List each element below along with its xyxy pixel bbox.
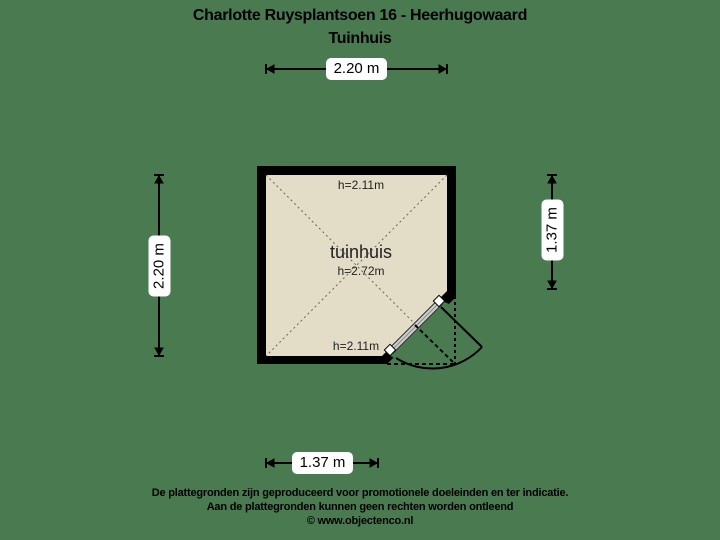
dimension-label-right: 1.37 m	[541, 199, 564, 261]
dimension-label-left: 2.20 m	[148, 235, 171, 297]
room-height-center: h=2.72m	[337, 264, 385, 278]
door-swing-arc	[387, 296, 483, 370]
room-height-bottom: h=2.11m	[332, 339, 380, 353]
dimension-label-top: 2.20 m	[326, 58, 387, 80]
copyright-link[interactable]: © www.objectenco.nl	[306, 515, 414, 527]
floorplan-address-title: Charlotte Ruysplantsoen 16 - Heerhugowaa…	[192, 7, 528, 24]
disclaimer-line-1: De plattegronden zijn geproduceerd voor …	[151, 487, 569, 499]
room-name-label: tuinhuis	[329, 242, 393, 262]
dimension-label-bottom: 1.37 m	[292, 452, 353, 474]
disclaimer-line-2: Aan de plattegronden kunnen geen rechten…	[206, 501, 514, 513]
floorplan-room-subtitle: Tuinhuis	[328, 30, 392, 47]
room-height-top: h=2.11m	[337, 178, 385, 192]
